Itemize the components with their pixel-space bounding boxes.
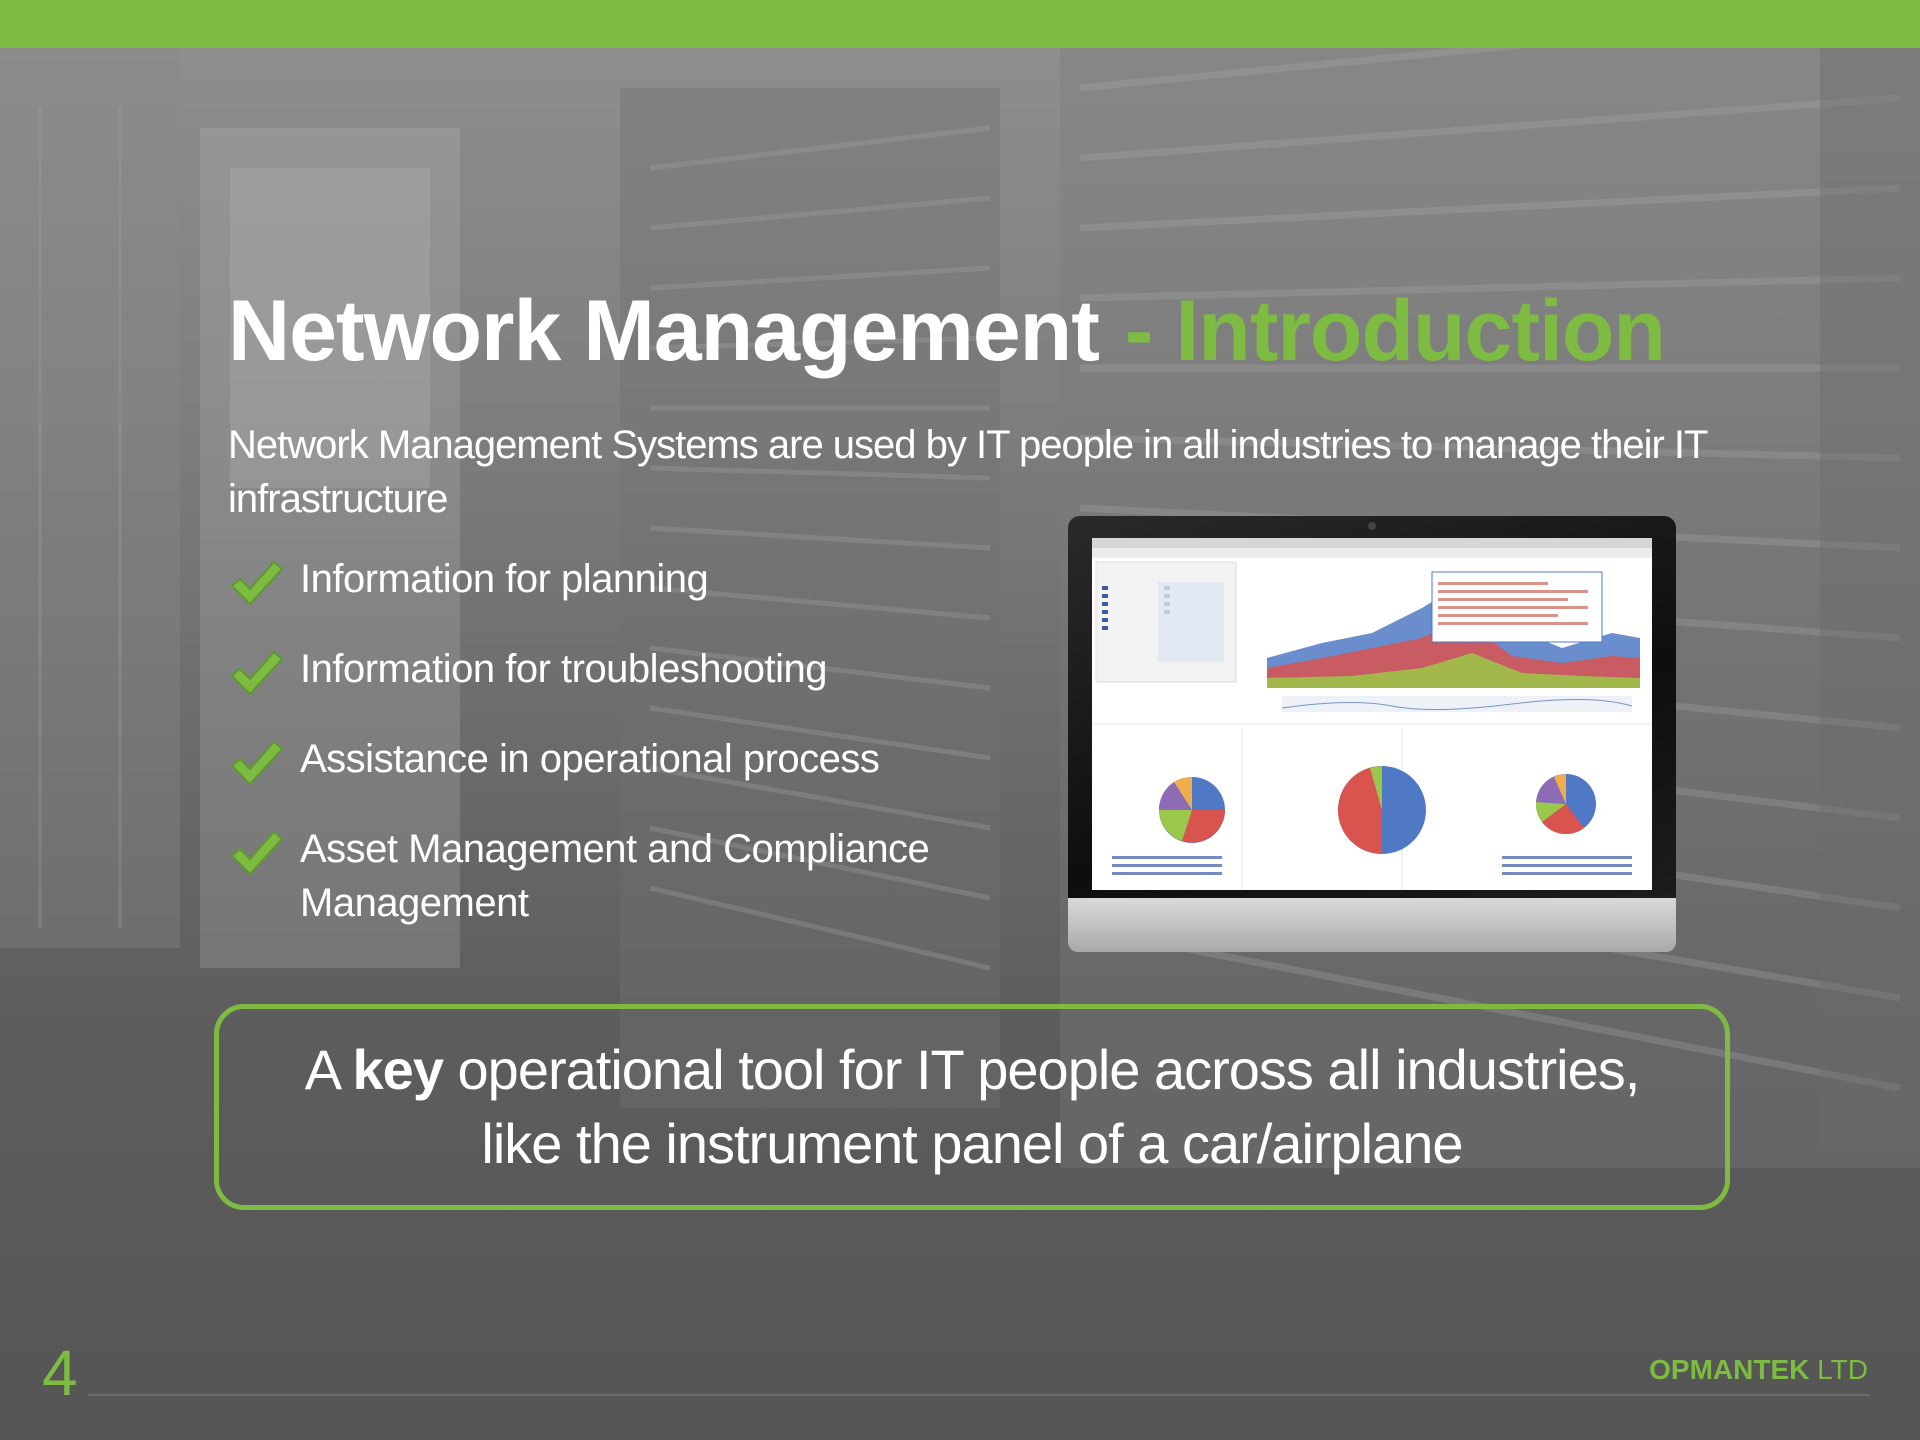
checkmark-icon xyxy=(230,830,284,876)
slide-title: Network Management- Introduction xyxy=(228,282,1666,381)
monitor-image xyxy=(1068,516,1676,952)
footer-divider xyxy=(88,1394,1870,1396)
bullet-list: Information for planning Information for… xyxy=(228,552,1008,966)
dashboard-screenshot xyxy=(1092,538,1652,890)
callout-emphasis: key xyxy=(352,1038,444,1101)
bullet-text: Assistance in operational process xyxy=(300,737,880,781)
title-main: Network Management xyxy=(228,283,1100,379)
bullet-item: Asset Management and Compliance Manageme… xyxy=(228,822,1008,930)
bullet-item: Information for planning xyxy=(228,552,1008,606)
bullet-item: Information for troubleshooting xyxy=(228,642,1008,696)
bullet-item: Assistance in operational process xyxy=(228,732,1008,786)
callout-text-start: A xyxy=(304,1038,339,1101)
callout-text-end: operational tool for IT people across al… xyxy=(457,1038,1641,1101)
monitor-chin xyxy=(1068,898,1676,952)
checkmark-icon xyxy=(230,650,284,696)
key-message-box: A key operational tool for IT people acr… xyxy=(214,1004,1730,1210)
top-accent-bar xyxy=(0,0,1920,48)
callout-line-1: A key operational tool for IT people acr… xyxy=(304,1033,1641,1107)
bullet-text: Information for troubleshooting xyxy=(300,647,828,691)
dashboard-illustration xyxy=(1092,538,1652,890)
monitor-bezel xyxy=(1068,516,1676,898)
company-name-bold: OPMANTEK xyxy=(1649,1354,1810,1385)
camera-dot xyxy=(1368,522,1376,530)
checkmark-icon xyxy=(230,740,284,786)
checkmark-icon xyxy=(230,560,284,606)
callout-line-2: like the instrument panel of a car/airpl… xyxy=(481,1112,1463,1175)
company-name-suffix: LTD xyxy=(1817,1354,1868,1385)
bullet-text: Asset Management and Compliance Manageme… xyxy=(300,827,930,925)
intro-paragraph: Network Management Systems are used by I… xyxy=(228,423,1708,521)
bullet-text: Information for planning xyxy=(300,557,709,601)
company-name: OPMANTEK LTD xyxy=(1649,1354,1868,1386)
page-number: 4 xyxy=(42,1337,78,1409)
title-accent: - Introduction xyxy=(1124,283,1666,379)
